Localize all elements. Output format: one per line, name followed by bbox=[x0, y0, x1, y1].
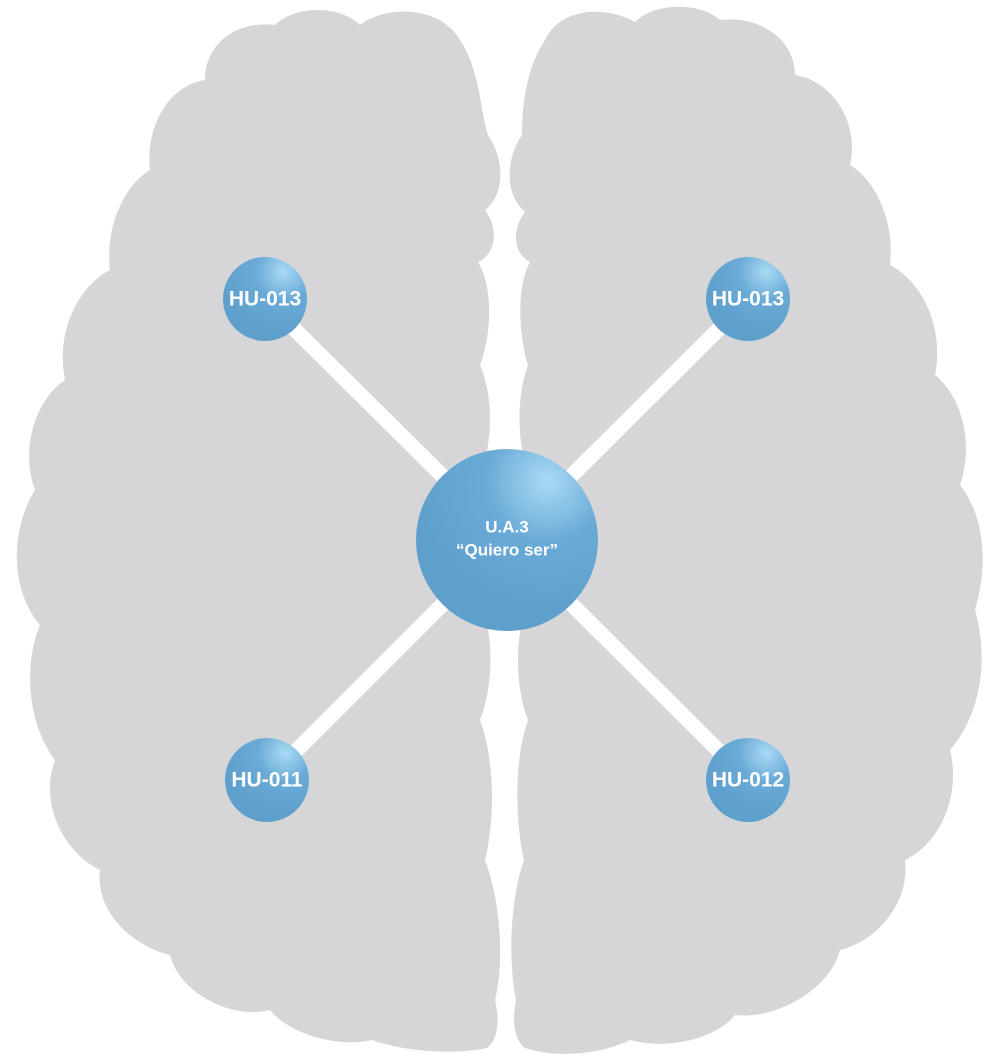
center-node[interactable]: U.A.3 “Quiero ser” bbox=[416, 449, 598, 631]
node-bottom-right-label: HU-012 bbox=[712, 769, 784, 792]
node-bottom-left-label: HU-011 bbox=[231, 769, 303, 792]
node-bottom-right[interactable]: HU-012 bbox=[706, 738, 790, 822]
node-top-right[interactable]: HU-013 bbox=[706, 257, 790, 341]
node-bottom-right-circle bbox=[706, 738, 790, 822]
node-top-right-label: HU-013 bbox=[712, 288, 784, 311]
brain-left-hemisphere bbox=[16, 10, 501, 1052]
node-top-right-circle bbox=[706, 257, 790, 341]
node-bottom-left-circle bbox=[225, 738, 309, 822]
node-top-left[interactable]: HU-013 bbox=[223, 257, 307, 341]
center-node-title: U.A.3 bbox=[485, 517, 528, 536]
node-top-left-label: HU-013 bbox=[229, 288, 301, 311]
node-bottom-left[interactable]: HU-011 bbox=[225, 738, 309, 822]
center-node-subtitle: “Quiero ser” bbox=[456, 540, 558, 559]
center-node-circle bbox=[416, 449, 598, 631]
brain-right-hemisphere bbox=[509, 6, 983, 1054]
node-top-left-circle bbox=[223, 257, 307, 341]
